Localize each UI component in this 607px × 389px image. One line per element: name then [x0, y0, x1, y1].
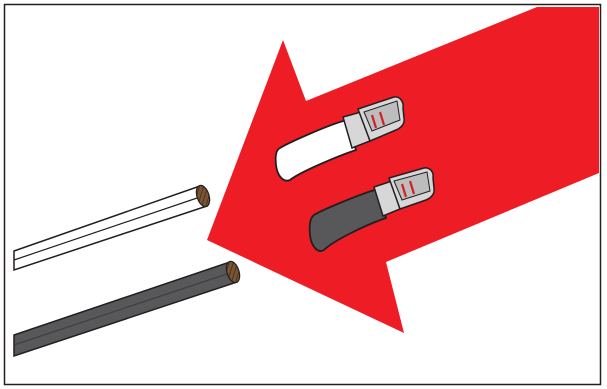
- arrow-left-icon: [207, 7, 599, 333]
- dark-spade-terminal: [308, 167, 435, 252]
- white-spade-terminal: [274, 96, 405, 182]
- white-wire: [13, 184, 211, 272]
- dark-wire: [13, 260, 241, 358]
